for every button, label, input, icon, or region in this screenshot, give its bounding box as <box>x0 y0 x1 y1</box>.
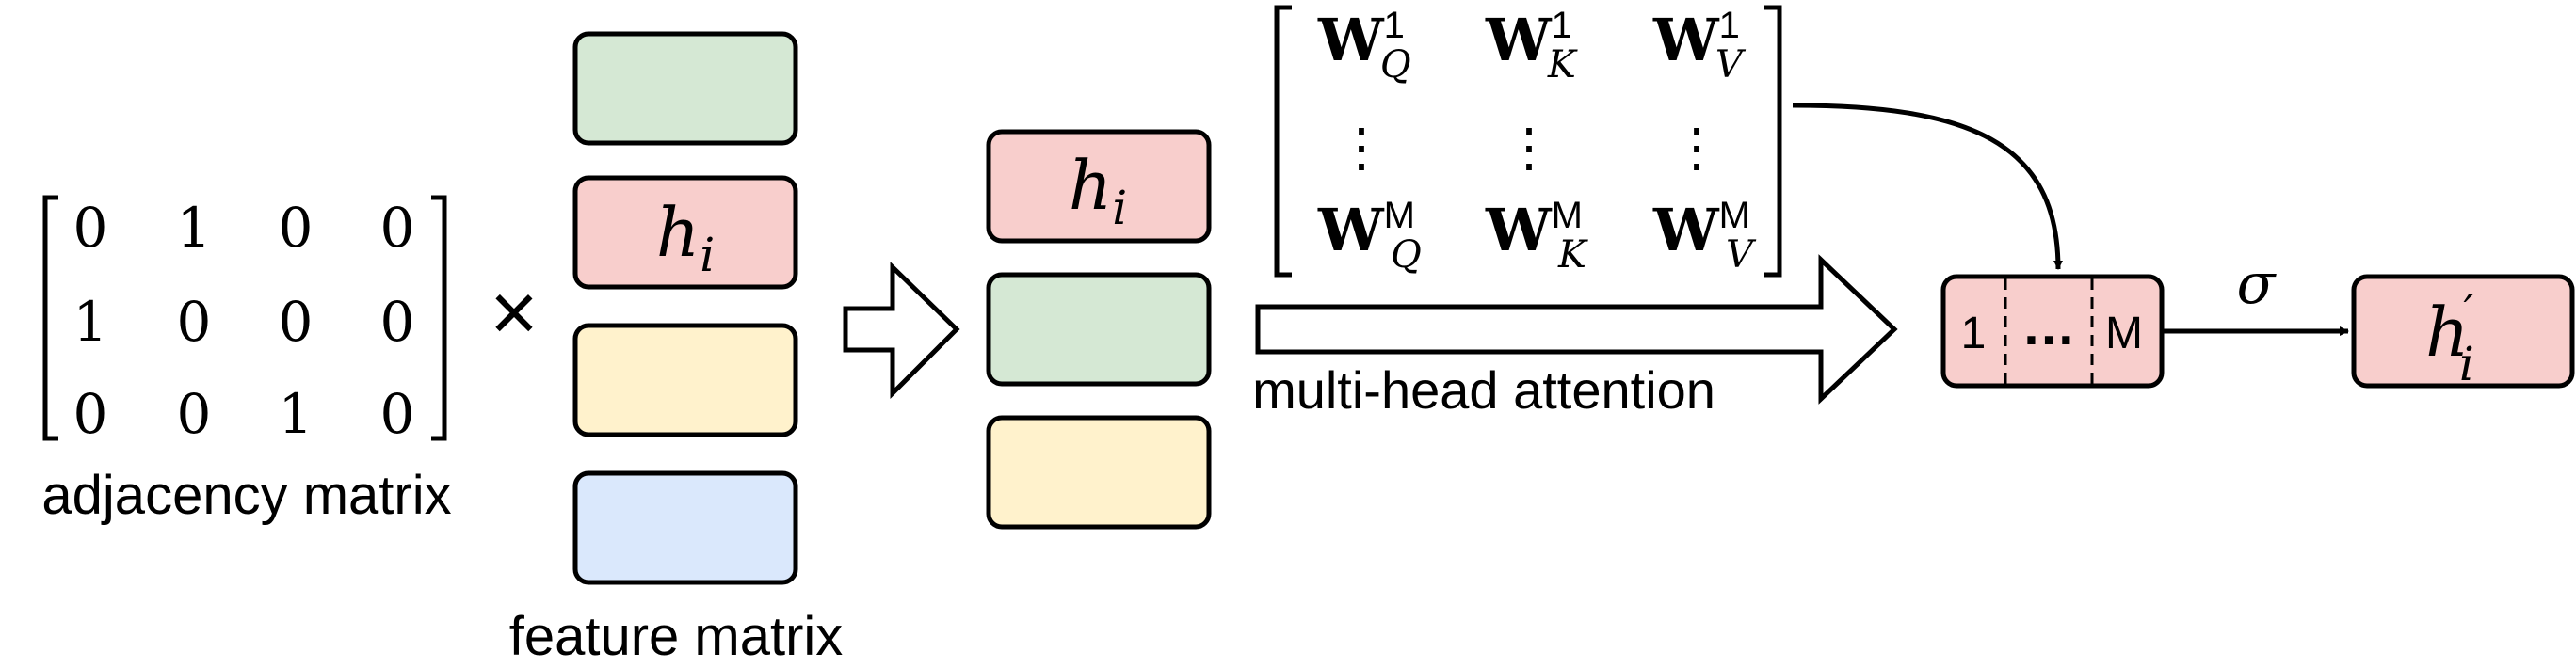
hollow-arrow-1 <box>843 262 960 400</box>
adjacency-cell: 0 <box>279 196 314 260</box>
weight-left-bracket <box>1274 5 1292 278</box>
selected-rows: hi <box>986 129 1212 530</box>
weight-vdots: ⋮ <box>1335 118 1388 179</box>
attention-label: multi-head attention <box>1252 360 1715 420</box>
adjacency-cells: 0 1 0 0 1 0 0 0 0 0 1 0 <box>73 196 415 446</box>
output-box <box>2351 274 2575 389</box>
multiply-sign: × <box>490 265 538 358</box>
sigma-label: σ <box>2237 251 2278 317</box>
adjacency-cell: 1 <box>73 290 108 354</box>
output-label: h′i <box>2425 284 2474 391</box>
hollow-arrow-attention <box>1255 254 1898 405</box>
adjacency-cell: 0 <box>177 382 212 446</box>
adjacency-cell: 0 <box>380 290 415 354</box>
feature-row-4 <box>572 470 798 585</box>
weight-vdots: ⋮ <box>1670 118 1723 179</box>
adjacency-matrix-label: adjacency matrix <box>41 465 451 526</box>
feature-row-1 <box>572 31 798 146</box>
concat-first-head: 1 <box>1961 309 1987 358</box>
feature-matrix: hi <box>572 31 798 585</box>
feature-matrix-label: feature matrix <box>509 606 844 667</box>
concat-box-rect <box>1940 274 2165 389</box>
feature-row-2-label: hi <box>656 193 715 282</box>
weights-to-concat-arrow <box>1792 103 2063 270</box>
adjacency-cell: 0 <box>73 382 108 446</box>
selected-row-3 <box>986 415 1212 530</box>
adjacency-cell: 0 <box>380 382 415 446</box>
adjacency-cell: 0 <box>177 290 212 354</box>
concat-last-head: M <box>2105 309 2143 358</box>
adjacency-cell: 1 <box>177 196 212 260</box>
weight-vdots: ⋮ <box>1503 118 1555 179</box>
adjacency-cell: 0 <box>279 290 314 354</box>
adjacency-left-bracket <box>42 195 58 441</box>
selected-row-2 <box>986 272 1212 387</box>
selected-row-1 <box>986 129 1212 244</box>
concat-ellipsis: … <box>2021 295 2076 357</box>
adjacency-matrix: 0 1 0 0 1 0 0 0 0 0 1 0 <box>42 195 447 446</box>
weight-right-bracket <box>1764 5 1782 278</box>
adjacency-cell: 1 <box>279 382 314 446</box>
concat-box: 1 … M <box>1940 274 2165 389</box>
feature-row-3 <box>572 323 798 437</box>
adjacency-cell: 0 <box>73 196 108 260</box>
adjacency-cell: 0 <box>380 196 415 260</box>
selected-row-1-label: hi <box>1069 146 1127 235</box>
feature-row-2 <box>572 175 798 290</box>
adjacency-right-bracket <box>431 195 447 441</box>
